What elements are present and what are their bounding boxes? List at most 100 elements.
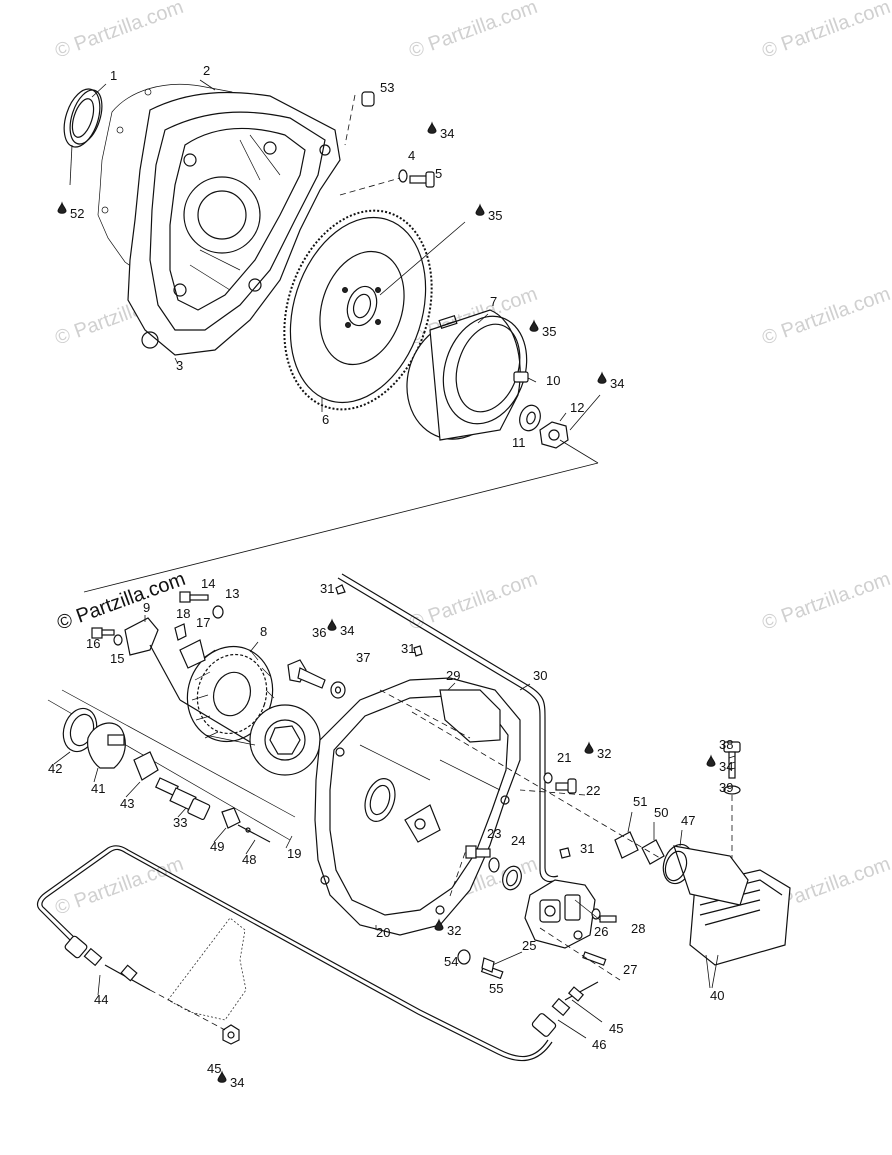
callout-number: 28 [631,921,645,936]
watermark-text: © Partzilla.com [759,283,892,350]
callout-number: 19 [287,846,301,861]
callout-number: 48 [242,852,256,867]
callout-number: 35 [488,208,502,223]
callout-number: 10 [546,373,560,388]
callout-number: 25 [522,938,536,953]
part-screw-16 [91,627,123,646]
part-sleeve-53 [344,91,375,146]
callout-37: 37 [356,650,370,665]
callout-number: 41 [91,781,105,796]
assembly-link-line [83,462,599,593]
part-clip-51 [614,811,639,859]
watermark-text: © Partzilla.com [52,0,186,63]
callout-21: 21 [557,750,571,765]
callout-11: 11 [512,435,526,450]
callout-number: 54 [444,954,458,969]
callout-49: 49 [210,839,224,854]
oil-drop-icon [706,754,716,767]
callout-31: 31 [401,641,415,656]
callout-number: 31 [580,841,594,856]
oil-drop-icon [327,618,337,631]
part-cable-30 [335,573,571,883]
part-ring-gear-flywheel-6 [283,209,466,412]
part-gasket-43 [125,751,159,798]
watermark-text: © Partzilla.com [759,0,892,63]
part-bolt-55 [457,949,504,980]
callout-33: 33 [173,815,187,830]
part-cable-fitting-46 [531,981,603,1039]
callout-38: 38 [719,737,733,752]
callout-number: 35 [542,324,556,339]
callout-15: 15 [110,651,124,666]
callout-number: 2 [203,63,210,78]
part-magneto-rotor-7 [406,309,528,441]
callout-number: 7 [490,294,497,309]
callout-number: 13 [225,586,239,601]
callout-47: 47 [681,813,695,828]
callout-number: 34 [719,759,733,774]
callout-54: 54 [444,954,458,969]
callout-number: 11 [512,435,526,450]
callout-18: 18 [176,606,190,621]
part-flywheel-housing-3 [127,91,341,365]
callout-number: 44 [94,992,108,1007]
callout-45: 45 [207,1061,221,1076]
watermark-text: © Partzilla.com [759,568,892,635]
callout-number: 18 [176,606,190,621]
callout-50: 50 [654,805,668,820]
callout-26: 26 [594,924,608,939]
part-nut-12 [539,394,601,464]
callout-number: 31 [320,581,334,596]
part-cable-44 [36,845,553,1062]
callout-25: 25 [522,938,536,953]
oil-drop-icon [584,741,594,754]
callout-19: 19 [287,846,301,861]
callout-number: 36 [312,625,326,640]
callout-number: 52 [70,206,84,221]
callout-number: 22 [586,783,600,798]
callout-23: 23 [487,826,501,841]
callout-5: 5 [435,166,442,181]
callout-7: 7 [490,294,497,309]
callout-3: 3 [176,358,183,373]
callout-31: 31 [320,581,334,596]
callout-39: 39 [719,780,733,795]
part-magneto-cover-20 [314,677,521,936]
callout-number: 47 [681,813,695,828]
callout-number: 29 [446,668,460,683]
callout-12: 12 [570,400,584,415]
callout-number: 30 [533,668,547,683]
part-oil-seal-1 [63,83,107,186]
callout-45: 45 [609,1021,623,1036]
callout-number: 31 [401,641,415,656]
callout-number: 46 [592,1037,606,1052]
callout-35: 35 [529,319,556,339]
callout-32: 32 [584,741,611,761]
callout-16: 16 [86,636,100,651]
callout-40: 40 [710,988,724,1003]
callout-34: 34 [217,1070,244,1090]
part-pin-23 [465,845,500,873]
callout-number: 51 [633,794,647,809]
part-bolt-5 [339,169,435,196]
callout-number: 34 [340,623,354,638]
callout-number: 49 [210,839,224,854]
part-clip-50 [641,822,665,865]
callout-number: 34 [610,376,624,391]
callout-28: 28 [631,921,645,936]
callout-31: 31 [580,841,594,856]
part-nut-45 [149,989,240,1045]
callout-6: 6 [322,412,329,427]
callout-number: 27 [623,962,637,977]
callout-number: 23 [487,826,501,841]
callout-42: 42 [48,761,62,776]
callout-46: 46 [592,1037,606,1052]
callout-9: 9 [143,600,150,615]
part-washer-11 [519,404,541,432]
callout-number: 40 [710,988,724,1003]
oil-drop-icon [597,371,607,384]
callout-number: 50 [654,805,668,820]
callout-number: 53 [380,80,394,95]
callout-number: 42 [48,761,62,776]
